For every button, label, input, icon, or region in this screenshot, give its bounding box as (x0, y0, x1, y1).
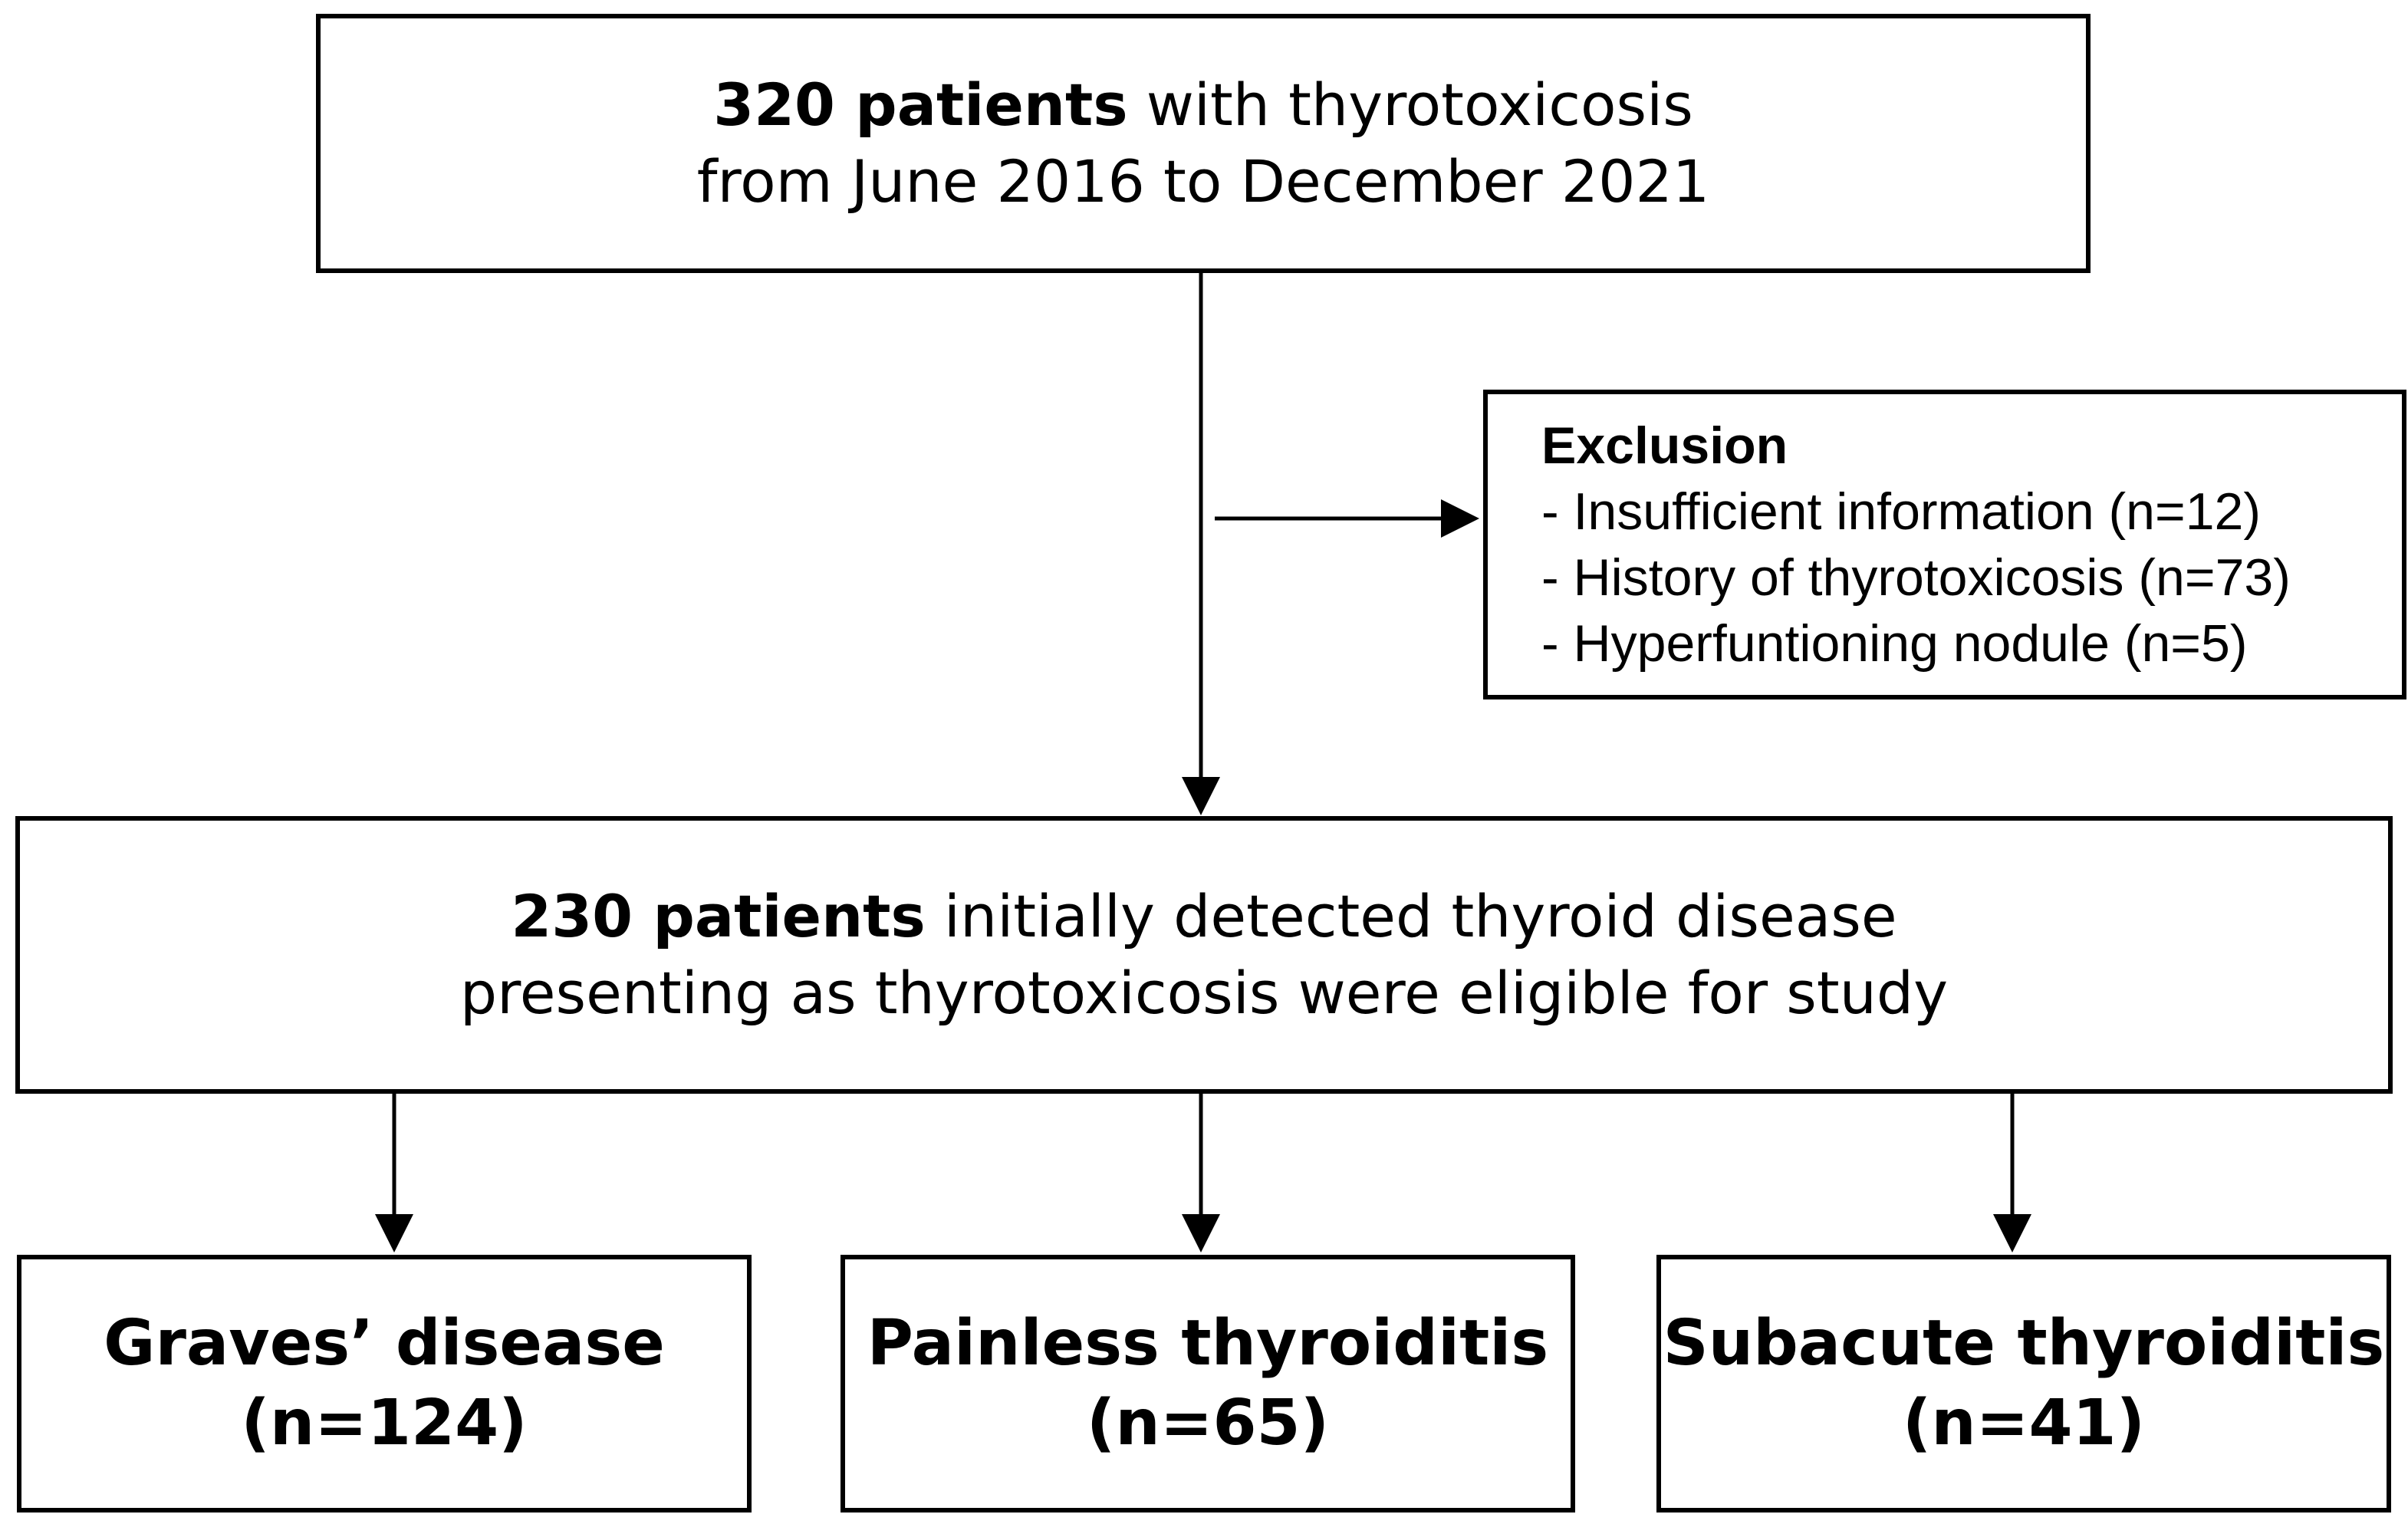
eligible-cohort-description: initially detected thyroid disease (925, 882, 1897, 950)
initial-cohort-box: 320 patients with thyrotoxicosis from Ju… (316, 14, 2091, 273)
exclusion-item-insufficient-information: - Insufficient information (n=12) (1541, 482, 2261, 541)
group-name-painless-thyroiditis: Painless thyroiditis (867, 1307, 1549, 1380)
initial-cohort-description: with thyrotoxicosis (1127, 71, 1693, 139)
group-name-graves-disease: Graves’ disease (104, 1307, 665, 1380)
exclusion-title: Exclusion (1541, 416, 1788, 475)
exclusion-box: Exclusion - Insufficient information (n=… (1483, 390, 2406, 699)
group-box-subacute-thyroiditis: Subacute thyroiditis (n=41) (1656, 1255, 2391, 1512)
group-box-painless-thyroiditis: Painless thyroiditis (n=65) (840, 1255, 1575, 1512)
exclusion-item-history-of-thyrotoxicosis: - History of thyrotoxicosis (n=73) (1541, 548, 2291, 607)
group-box-graves-disease: Graves’ disease (n=124) (17, 1255, 752, 1512)
initial-cohort-line-1: 320 patients with thyrotoxicosis (713, 67, 1693, 143)
initial-cohort-period: from June 2016 to December 2021 (696, 147, 1710, 216)
group-name-subacute-thyroiditis: Subacute thyroiditis (1663, 1307, 2385, 1380)
initial-cohort-count: 320 patients (713, 71, 1128, 139)
exclusion-item-hyperfunctioning-nodule: - Hyperfuntioning nodule (n=5) (1541, 614, 2248, 673)
eligible-cohort-line-1: 230 patients initially detected thyroid … (511, 878, 1896, 955)
group-count-subacute-thyroiditis: (n=41) (1902, 1387, 2146, 1460)
eligible-cohort-line-2: presenting as thyrotoxicosis were eligib… (459, 959, 1949, 1027)
eligible-cohort-count: 230 patients (511, 882, 926, 950)
group-count-graves-disease: (n=124) (241, 1387, 528, 1460)
eligible-cohort-box: 230 patients initially detected thyroid … (15, 816, 2393, 1094)
group-count-painless-thyroiditis: (n=65) (1086, 1387, 1330, 1460)
